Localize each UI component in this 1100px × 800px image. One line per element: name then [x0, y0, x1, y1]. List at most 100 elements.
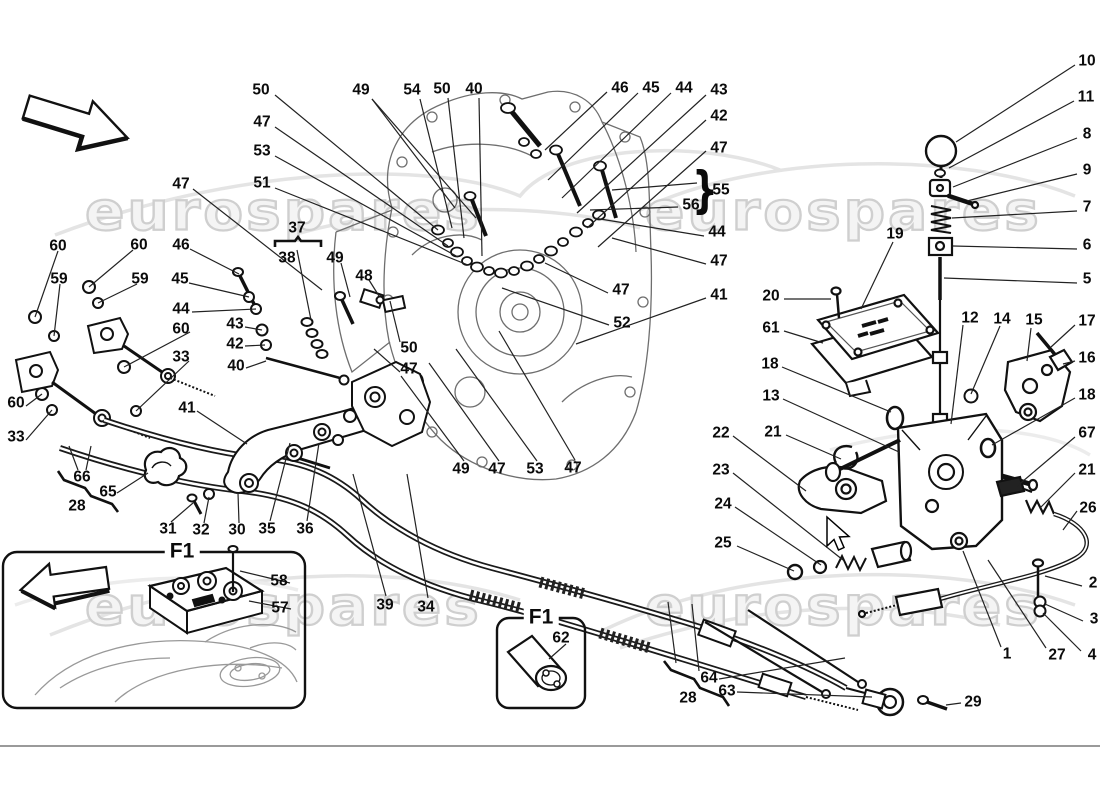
leader-line — [991, 397, 1076, 446]
leader-line — [734, 506, 822, 566]
leader-line — [948, 100, 1075, 169]
leader-line — [123, 331, 191, 368]
leader-line — [1044, 575, 1083, 587]
f1-inset-main — [1, 545, 307, 710]
leader-line — [68, 445, 79, 471]
leader-line — [447, 97, 465, 239]
leader-line — [667, 601, 677, 664]
mouse-cursor — [826, 515, 851, 551]
leader-line — [239, 570, 291, 584]
leader-line — [269, 442, 291, 522]
leader-line — [943, 277, 1078, 284]
leader-line — [170, 502, 194, 523]
center-bracket — [143, 287, 432, 515]
leader-line — [274, 155, 459, 258]
leader-line — [593, 217, 705, 237]
leader-line — [192, 188, 323, 291]
leader-line — [732, 472, 844, 561]
f1-inset-small — [495, 616, 587, 710]
leader-line — [248, 600, 292, 610]
leader-line — [274, 126, 449, 247]
leader-line — [781, 366, 892, 413]
leader-line — [732, 435, 807, 492]
leader-line — [498, 330, 576, 461]
leader-line — [962, 550, 1002, 648]
leader-line — [736, 691, 873, 698]
leader-line — [1039, 472, 1076, 509]
leader-line — [955, 64, 1076, 143]
leader-line — [589, 206, 679, 211]
leader-line — [25, 393, 43, 407]
leader-line — [785, 434, 842, 460]
leader-line — [203, 496, 210, 524]
leader-line — [274, 94, 439, 231]
leader-line — [274, 187, 469, 266]
leader-line — [191, 308, 257, 313]
leader-line — [25, 409, 53, 441]
leader-line — [736, 545, 795, 572]
leader-line — [1050, 324, 1076, 348]
leader-line — [952, 137, 1078, 188]
leader-line — [576, 94, 707, 214]
leader-line — [135, 360, 190, 412]
leader-lines — [25, 64, 1084, 706]
leader-line — [950, 324, 964, 425]
leader-line — [389, 300, 401, 343]
leader-line — [85, 445, 92, 471]
control-cables — [59, 417, 948, 717]
leader-line — [561, 92, 672, 199]
leader-line — [244, 326, 263, 331]
leader-line — [371, 98, 456, 209]
gate-plates — [810, 286, 940, 398]
leader-line — [544, 262, 609, 294]
leader-line — [1042, 612, 1082, 652]
leader-line — [368, 279, 380, 297]
leader-line — [352, 473, 387, 597]
leader-line — [406, 473, 429, 599]
leader-line — [97, 283, 138, 304]
leader-line — [245, 360, 267, 369]
leader-line — [306, 442, 320, 522]
leader-line — [371, 98, 477, 219]
leader-line — [611, 237, 707, 265]
leader-line — [611, 182, 698, 191]
leader-line — [296, 249, 312, 321]
leader-line — [478, 97, 483, 257]
leader-line — [501, 287, 610, 326]
leader-line — [860, 241, 894, 310]
leader-line — [691, 603, 700, 672]
leader-line — [116, 472, 149, 494]
leader-line — [1062, 360, 1076, 365]
leader-line — [189, 248, 240, 275]
leader-line — [196, 410, 248, 445]
leader-line — [1015, 436, 1076, 488]
leader-line — [1044, 603, 1084, 622]
leader-line — [945, 702, 962, 706]
leader-line — [88, 249, 134, 288]
leader-line — [970, 325, 1001, 395]
leader-line — [782, 398, 900, 453]
leader-line — [966, 173, 1078, 202]
leader-line — [455, 348, 538, 462]
leader-line — [237, 492, 240, 524]
leader-line — [547, 92, 639, 181]
watermark-text: eurospares — [644, 179, 1042, 244]
leader-line — [951, 210, 1078, 219]
leader-line — [783, 330, 824, 344]
leader-line — [548, 643, 567, 660]
leader-line — [575, 297, 707, 345]
leader-line — [373, 348, 401, 373]
leader-line — [597, 150, 707, 248]
leader-line — [952, 245, 1078, 250]
leader-line — [544, 91, 608, 151]
leader-line — [34, 250, 59, 318]
leader-line — [400, 375, 465, 462]
leader-line — [1062, 510, 1078, 531]
leader-line — [718, 657, 846, 680]
leader-line — [188, 282, 250, 298]
fastener-row — [431, 102, 618, 279]
direction-arrow — [21, 94, 130, 153]
leader-line — [428, 362, 500, 462]
leader-line — [53, 283, 61, 337]
